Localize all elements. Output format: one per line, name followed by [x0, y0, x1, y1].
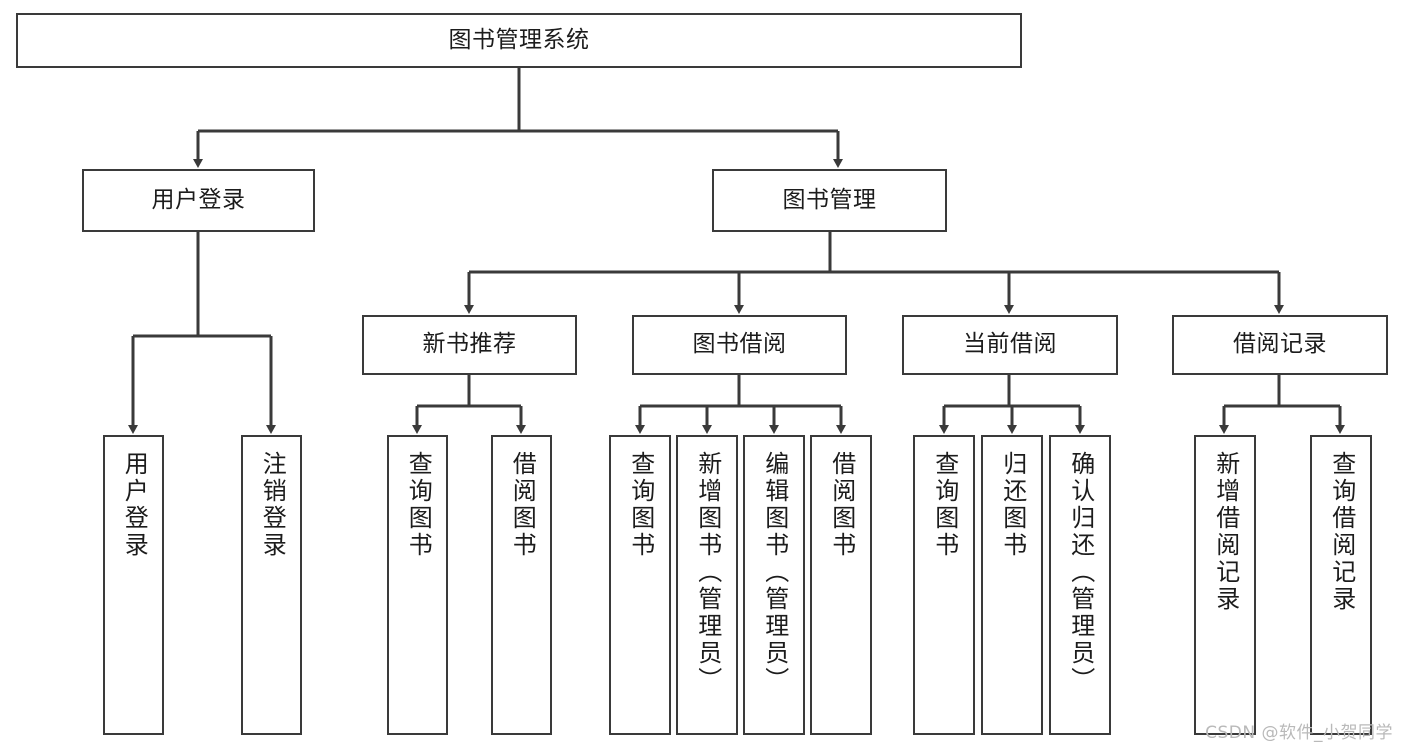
node-book-borrow[interactable]: 图书借阅	[632, 315, 847, 375]
leaf-confirm-return-admin[interactable]: 确认归还（管理员）	[1049, 435, 1111, 735]
node-current-borrow[interactable]: 当前借阅	[902, 315, 1118, 375]
node-label: 借阅图书	[827, 451, 856, 559]
node-label: 查询图书	[626, 451, 655, 559]
leaf-user-login[interactable]: 用户登录	[103, 435, 164, 735]
leaf-logout[interactable]: 注销登录	[241, 435, 302, 735]
node-label: 新增借阅记录	[1211, 451, 1240, 613]
node-label: 归还图书	[998, 451, 1027, 559]
node-label: 确认归还（管理员）	[1066, 451, 1095, 694]
node-book-management[interactable]: 图书管理	[712, 169, 947, 232]
node-label: 图书管理	[782, 186, 877, 213]
node-label: 查询借阅记录	[1327, 451, 1356, 613]
node-borrow-records[interactable]: 借阅记录	[1172, 315, 1388, 375]
node-label: 用户登录	[151, 186, 246, 213]
node-label: 新增图书（管理员）	[693, 451, 722, 694]
node-new-book-recommend[interactable]: 新书推荐	[362, 315, 577, 375]
leaf-add-borrow-record[interactable]: 新增借阅记录	[1194, 435, 1256, 735]
node-root-book-management-system[interactable]: 图书管理系统	[16, 13, 1022, 68]
node-label: 注销登录	[258, 451, 287, 559]
node-label: 借阅图书	[508, 451, 537, 559]
node-user-login[interactable]: 用户登录	[82, 169, 315, 232]
node-label: 用户登录	[120, 451, 149, 559]
node-label: 编辑图书（管理员）	[760, 451, 789, 694]
watermark-text: CSDN @软件_小贺同学	[1205, 723, 1393, 743]
leaf-add-book-admin[interactable]: 新增图书（管理员）	[676, 435, 738, 735]
node-label: 当前借阅	[963, 331, 1057, 358]
node-label: 图书借阅	[692, 331, 787, 358]
node-label: 新书推荐	[422, 331, 517, 358]
leaf-query-book-new[interactable]: 查询图书	[387, 435, 448, 735]
leaf-return-book[interactable]: 归还图书	[981, 435, 1043, 735]
leaf-query-book-current[interactable]: 查询图书	[913, 435, 975, 735]
leaf-borrow-book-new[interactable]: 借阅图书	[491, 435, 552, 735]
node-label: 查询图书	[930, 451, 959, 559]
leaf-query-book-borrow[interactable]: 查询图书	[609, 435, 671, 735]
leaf-query-borrow-record[interactable]: 查询借阅记录	[1310, 435, 1372, 735]
node-label: 借阅记录	[1233, 331, 1327, 358]
leaf-edit-book-admin[interactable]: 编辑图书（管理员）	[743, 435, 805, 735]
node-label: 查询图书	[404, 451, 433, 559]
leaf-borrow-book-borrow[interactable]: 借阅图书	[810, 435, 872, 735]
node-label: 图书管理系统	[448, 26, 590, 53]
